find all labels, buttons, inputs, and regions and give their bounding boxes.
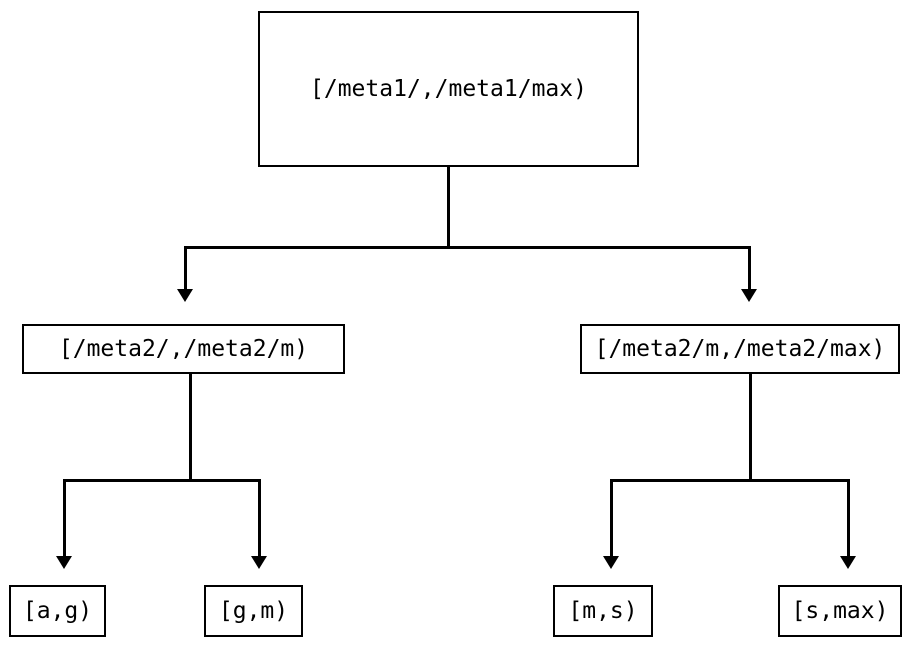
edge-mid-left-to-leaf-gm (258, 479, 261, 557)
node-leaf-gm-label: [g,m) (218, 597, 289, 624)
node-leaf-ms[interactable]: [m,s) (553, 585, 653, 637)
node-mid-right[interactable]: [/meta2/m,/meta2/max) (580, 324, 900, 374)
edge-root-to-mid-right (748, 246, 751, 290)
node-leaf-ag[interactable]: [a,g) (9, 585, 106, 637)
node-root[interactable]: [/meta1/,/meta1/max) (258, 11, 639, 167)
edge-mid-left-stem (189, 374, 192, 482)
node-leaf-ms-label: [m,s) (568, 597, 638, 624)
node-mid-left-label: [/meta2/,/meta2/m) (58, 335, 309, 362)
arrowhead-leaf-ag-icon (56, 556, 72, 569)
arrowhead-mid-left-icon (177, 289, 193, 302)
node-mid-right-label: [/meta2/m,/meta2/max) (594, 335, 886, 362)
edge-mid-right-to-leaf-ms (610, 479, 613, 557)
node-root-label: [/meta1/,/meta1/max) (310, 75, 587, 102)
arrowhead-leaf-ms-icon (603, 556, 619, 569)
node-leaf-gm[interactable]: [g,m) (204, 585, 303, 637)
edge-mid-right-stem (749, 374, 752, 482)
arrowhead-mid-right-icon (741, 289, 757, 302)
edge-mid-right-to-leaf-smax (847, 479, 850, 557)
edge-mid-left-bar (63, 479, 261, 482)
node-leaf-ag-label: [a,g) (22, 597, 93, 624)
node-mid-left[interactable]: [/meta2/,/meta2/m) (22, 324, 345, 374)
edge-mid-right-bar (610, 479, 850, 482)
arrowhead-leaf-gm-icon (251, 556, 267, 569)
edge-root-bar (184, 246, 751, 249)
node-leaf-smax[interactable]: [s,max) (778, 585, 902, 637)
edge-root-stem (447, 167, 450, 248)
edge-root-to-mid-left (184, 246, 187, 290)
arrowhead-leaf-smax-icon (840, 556, 856, 569)
node-leaf-smax-label: [s,max) (791, 597, 889, 624)
edge-mid-left-to-leaf-ag (63, 479, 66, 557)
